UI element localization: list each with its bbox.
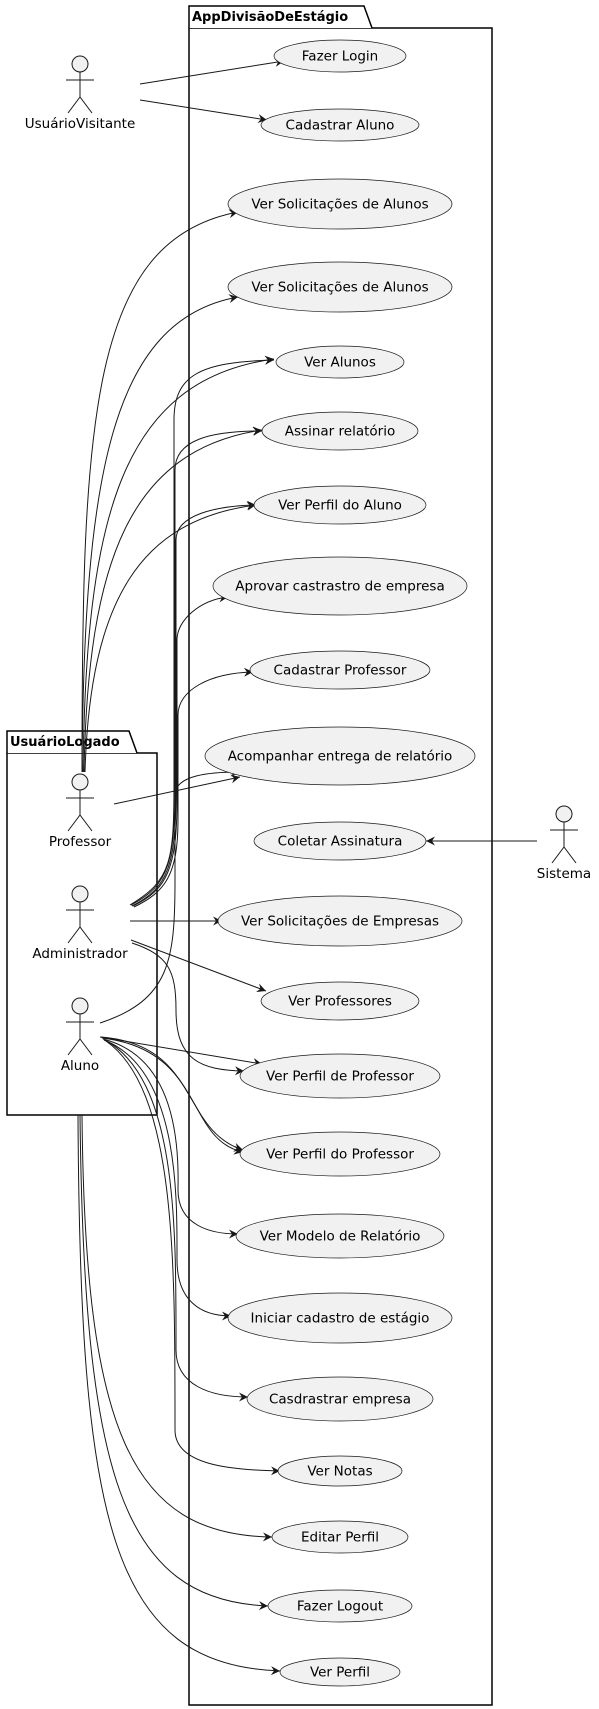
edge-aluno-uc15b: [101, 1037, 244, 1155]
use-case-label: Cadastrar Professor: [274, 663, 407, 679]
use-case-ver-perfil-de-professor[interactable]: Ver Perfil de Professor: [239, 1053, 441, 1099]
use-case-iniciar-cadastro-estagio[interactable]: Iniciar cadastro de estágio: [227, 1292, 453, 1344]
use-case-ver-solicitacoes-empresas[interactable]: Ver Solicitações de Empresas: [217, 895, 463, 947]
use-case-cadastrar-professor[interactable]: Cadastrar Professor: [249, 650, 431, 690]
use-case-label: Ver Perfil de Professor: [266, 1069, 414, 1085]
edge-administrador-uc13: [130, 939, 267, 993]
use-case-label: Ver Perfil do Professor: [266, 1147, 414, 1163]
use-case-label: Fazer Login: [302, 49, 378, 65]
use-case-label: Ver Solicitações de Empresas: [241, 914, 439, 930]
use-case-label: Ver Notas: [307, 1464, 372, 1480]
use-case-label: Assinar relatório: [285, 424, 395, 440]
actor-label: UsuárioVisitante: [25, 116, 136, 132]
use-case-label: Ver Modelo de Relatório: [260, 1229, 421, 1245]
use-case-ver-modelo-relatorio[interactable]: Ver Modelo de Relatório: [235, 1213, 445, 1259]
use-case-cadastrar-empresa[interactable]: Casdrastrar empresa: [246, 1376, 434, 1422]
package-logado-label: UsuárioLogado: [10, 735, 120, 750]
association-edges: [77, 57, 537, 1676]
actor-usuario-visitante[interactable]: UsuárioVisitante: [25, 55, 136, 132]
stick-figure-icon: [66, 773, 94, 832]
edge-aluno-uc15: [100, 1036, 244, 1152]
actor-label: Aluno: [61, 1058, 99, 1074]
actor-administrador[interactable]: Administrador: [32, 885, 128, 962]
use-case-label: Ver Solicitações de Alunos: [251, 280, 428, 296]
edge-aluno-uc18: [104, 1039, 249, 1402]
use-case-ver-solicitacoes-alunos-1[interactable]: Ver Solicitações de Alunos: [227, 178, 453, 230]
stick-figure-icon: [66, 55, 94, 114]
use-case-fazer-login[interactable]: Fazer Login: [273, 39, 407, 73]
package-app-label: AppDivisãoDeEstágio: [192, 10, 348, 25]
edge-administrador-uc8: [132, 593, 229, 907]
edge-aluno-uc17: [103, 1039, 232, 1321]
use-case-label: Casdrastrar empresa: [269, 1392, 411, 1408]
edge-administrador-uc5: [129, 355, 275, 906]
stick-figure-icon: [66, 885, 94, 944]
use-case-aprovar-cadastro-empresa[interactable]: Aprovar castrastro de empresa: [212, 556, 468, 616]
edge-visitante-uc2: [139, 99, 268, 124]
use-case-label: Ver Perfil: [310, 1665, 370, 1681]
edge-aluno-uc10: [99, 767, 241, 1024]
edge-logado-uc22: [77, 1114, 281, 1676]
use-case-ver-perfil[interactable]: Ver Perfil: [279, 1657, 401, 1687]
edge-administrador-uc9: [133, 667, 254, 908]
edge-administrador-uc14: [131, 942, 245, 1076]
use-case-cadastrar-aluno[interactable]: Cadastrar Aluno: [260, 108, 420, 142]
edge-professor-uc5: [82, 355, 275, 773]
edge-aluno-uc19: [105, 1040, 281, 1476]
use-case-label: Ver Professores: [288, 994, 392, 1010]
edge-logado-uc20: [81, 1114, 273, 1542]
use-case-assinar-relatorio[interactable]: Assinar relatório: [261, 411, 419, 451]
use-case-label: Cadastrar Aluno: [286, 118, 395, 134]
package-app: AppDivisãoDeEstágio: [188, 5, 493, 1706]
use-case-label: Fazer Logout: [297, 1599, 383, 1615]
use-case-label: Acompanhar entrega de relatório: [228, 749, 453, 765]
edge-administrador-uc7: [131, 500, 257, 907]
actor-sistema[interactable]: Sistema: [537, 805, 591, 882]
actor-label: Administrador: [32, 946, 128, 962]
edge-visitante-uc1: [139, 57, 285, 85]
use-case-editar-perfil[interactable]: Editar Perfil: [271, 1520, 409, 1554]
use-case-ver-solicitacoes-alunos-2[interactable]: Ver Solicitações de Alunos: [227, 261, 453, 313]
actor-professor[interactable]: Professor: [49, 773, 112, 850]
use-case-ver-perfil-do-professor[interactable]: Ver Perfil do Professor: [239, 1131, 441, 1177]
actor-label: Professor: [49, 834, 112, 850]
use-case-label: Aprovar castrastro de empresa: [235, 579, 444, 595]
use-case-label: Ver Perfil do Aluno: [278, 498, 402, 514]
use-case-label: Coletar Assinatura: [278, 834, 403, 850]
edge-logado-uc21: [79, 1114, 269, 1611]
edge-professor-uc6: [83, 426, 263, 773]
use-case-ver-perfil-do-aluno[interactable]: Ver Perfil do Aluno: [253, 485, 427, 525]
use-case-acompanhar-entrega-relatorio[interactable]: Acompanhar entrega de relatório: [204, 726, 476, 786]
use-case-fazer-logout[interactable]: Fazer Logout: [267, 1589, 413, 1623]
use-case-ver-notas[interactable]: Ver Notas: [277, 1455, 403, 1487]
use-case-ver-alunos[interactable]: Ver Alunos: [275, 345, 405, 379]
edge-professor-uc3: [81, 209, 239, 773]
edge-professor-uc4: [81, 294, 239, 773]
use-case-label: Ver Alunos: [304, 355, 376, 371]
edge-professor-uc7: [84, 501, 257, 773]
stick-figure-icon: [550, 805, 578, 864]
stick-figure-icon: [66, 997, 94, 1056]
use-case-label: Ver Solicitações de Alunos: [251, 197, 428, 213]
edge-administrador-uc6: [130, 426, 263, 906]
use-case-label: Iniciar cadastro de estágio: [251, 1311, 430, 1327]
use-case-coletar-assinatura[interactable]: Coletar Assinatura: [253, 821, 427, 861]
actor-label: Sistema: [537, 866, 591, 882]
use-case-ver-professores[interactable]: Ver Professores: [260, 981, 420, 1021]
actor-aluno[interactable]: Aluno: [61, 997, 99, 1074]
edge-aluno-uc16: [102, 1038, 239, 1239]
use-case-label: Editar Perfil: [301, 1530, 379, 1546]
